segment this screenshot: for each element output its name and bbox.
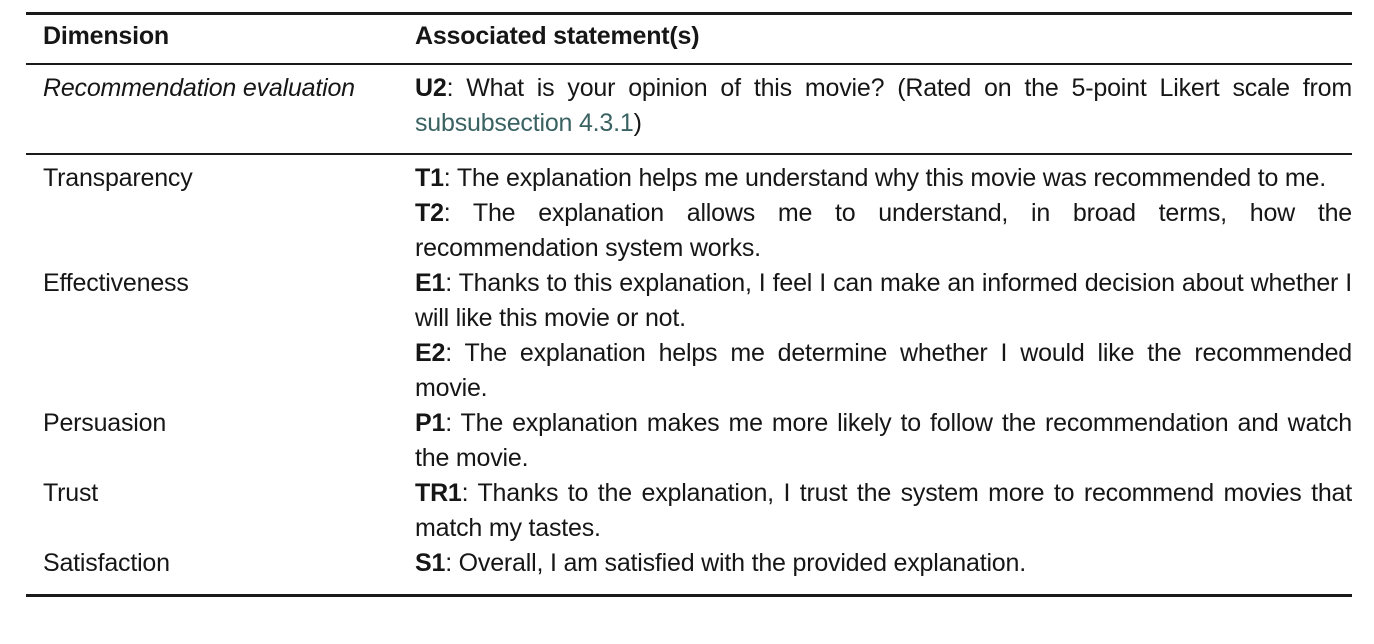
statement-id-t2: T2 [415,198,444,227]
statements-cell-recommendation-evaluation: U2: What is your opinion of this movie? … [415,71,1352,141]
statement-e1: E1: Thanks to this explanation, I feel I… [415,266,1352,336]
statement-id-e2: E2 [415,338,446,367]
table-midrule-below-header [26,63,1352,65]
statements-cell-persuasion: P1: The explanation makes me more likely… [415,406,1352,476]
statement-text-s1: : Overall, I am satisfied with the provi… [445,548,1026,577]
statement-u2: U2: What is your opinion of this movie? … [415,71,1352,141]
statement-e2: E2: The explanation helps me determine w… [415,336,1352,406]
statements-cell-trust: TR1: Thanks to the explanation, I trust … [415,476,1352,546]
table-row-trust: Trust TR1: Thanks to the explanation, I … [26,476,1352,546]
dimension-label-transparency: Transparency [43,163,193,192]
statement-text-t1: : The explanation helps me understand wh… [443,163,1327,192]
statements-cell-effectiveness: E1: Thanks to this explanation, I feel I… [415,266,1352,406]
statement-s1: S1: Overall, I am satisfied with the pro… [415,546,1352,581]
table-row-satisfaction: Satisfaction S1: Overall, I am satisfied… [26,546,1352,581]
evaluation-dimensions-table: Dimension Associated statement(s) Recomm… [26,12,1352,597]
statement-text-e2: : The explanation helps me determine whe… [415,338,1352,402]
dimensions-section: Transparency T1: The explanation helps m… [26,155,1352,594]
column-header-dimension: Dimension [43,22,169,50]
dimension-label-trust: Trust [43,478,99,507]
table-midrule-below-recommendation-row [26,152,1352,155]
table-row-persuasion: Persuasion P1: The explanation makes me … [26,406,1352,476]
table-bottom-rule [26,593,1352,597]
dimension-label-satisfaction: Satisfaction [43,548,170,577]
table-row-effectiveness: Effectiveness E1: Thanks to this explana… [26,266,1352,406]
statement-t1: T1: The explanation helps me understand … [415,161,1352,196]
statement-tr1: TR1: Thanks to the explanation, I trust … [415,476,1352,546]
statement-id-t1: T1 [415,163,444,192]
statement-id-u2: U2 [415,73,447,102]
statement-text-u2-before-link: : What is your opinion of this movie? (R… [446,73,1353,102]
dimension-label-persuasion: Persuasion [43,408,167,437]
table-top-rule [26,12,1352,15]
table-header-row: Dimension Associated statement(s) [26,15,1352,63]
statements-cell-satisfaction: S1: Overall, I am satisfied with the pro… [415,546,1352,581]
statement-id-e1: E1 [415,268,446,297]
statements-cell-transparency: T1: The explanation helps me understand … [415,161,1352,266]
dimension-label-recommendation-evaluation: Recommendation evaluation [43,73,355,102]
statement-p1: P1: The explanation makes me more likely… [415,406,1352,476]
statement-text-t2: : The explanation allows me to understan… [415,198,1352,262]
column-header-associated-statements: Associated statement(s) [415,22,700,50]
subsubsection-4-3-1-link[interactable]: subsubsection 4.3.1 [415,108,634,137]
statement-id-tr1: TR1 [415,478,462,507]
statement-t2: T2: The explanation allows me to underst… [415,196,1352,266]
statement-id-p1: P1 [415,408,446,437]
statement-text-u2-after-link: ) [633,108,642,137]
table-row-transparency: Transparency T1: The explanation helps m… [26,161,1352,266]
statement-text-p1: : The explanation makes me more likely t… [415,408,1352,472]
statement-text-e1: : Thanks to this explanation, I feel I c… [415,268,1352,332]
dimension-label-effectiveness: Effectiveness [43,268,189,297]
table-row-recommendation-evaluation: Recommendation evaluation U2: What is yo… [26,65,1352,153]
statement-text-tr1: : Thanks to the explanation, I trust the… [415,478,1352,542]
statement-id-s1: S1 [415,548,446,577]
